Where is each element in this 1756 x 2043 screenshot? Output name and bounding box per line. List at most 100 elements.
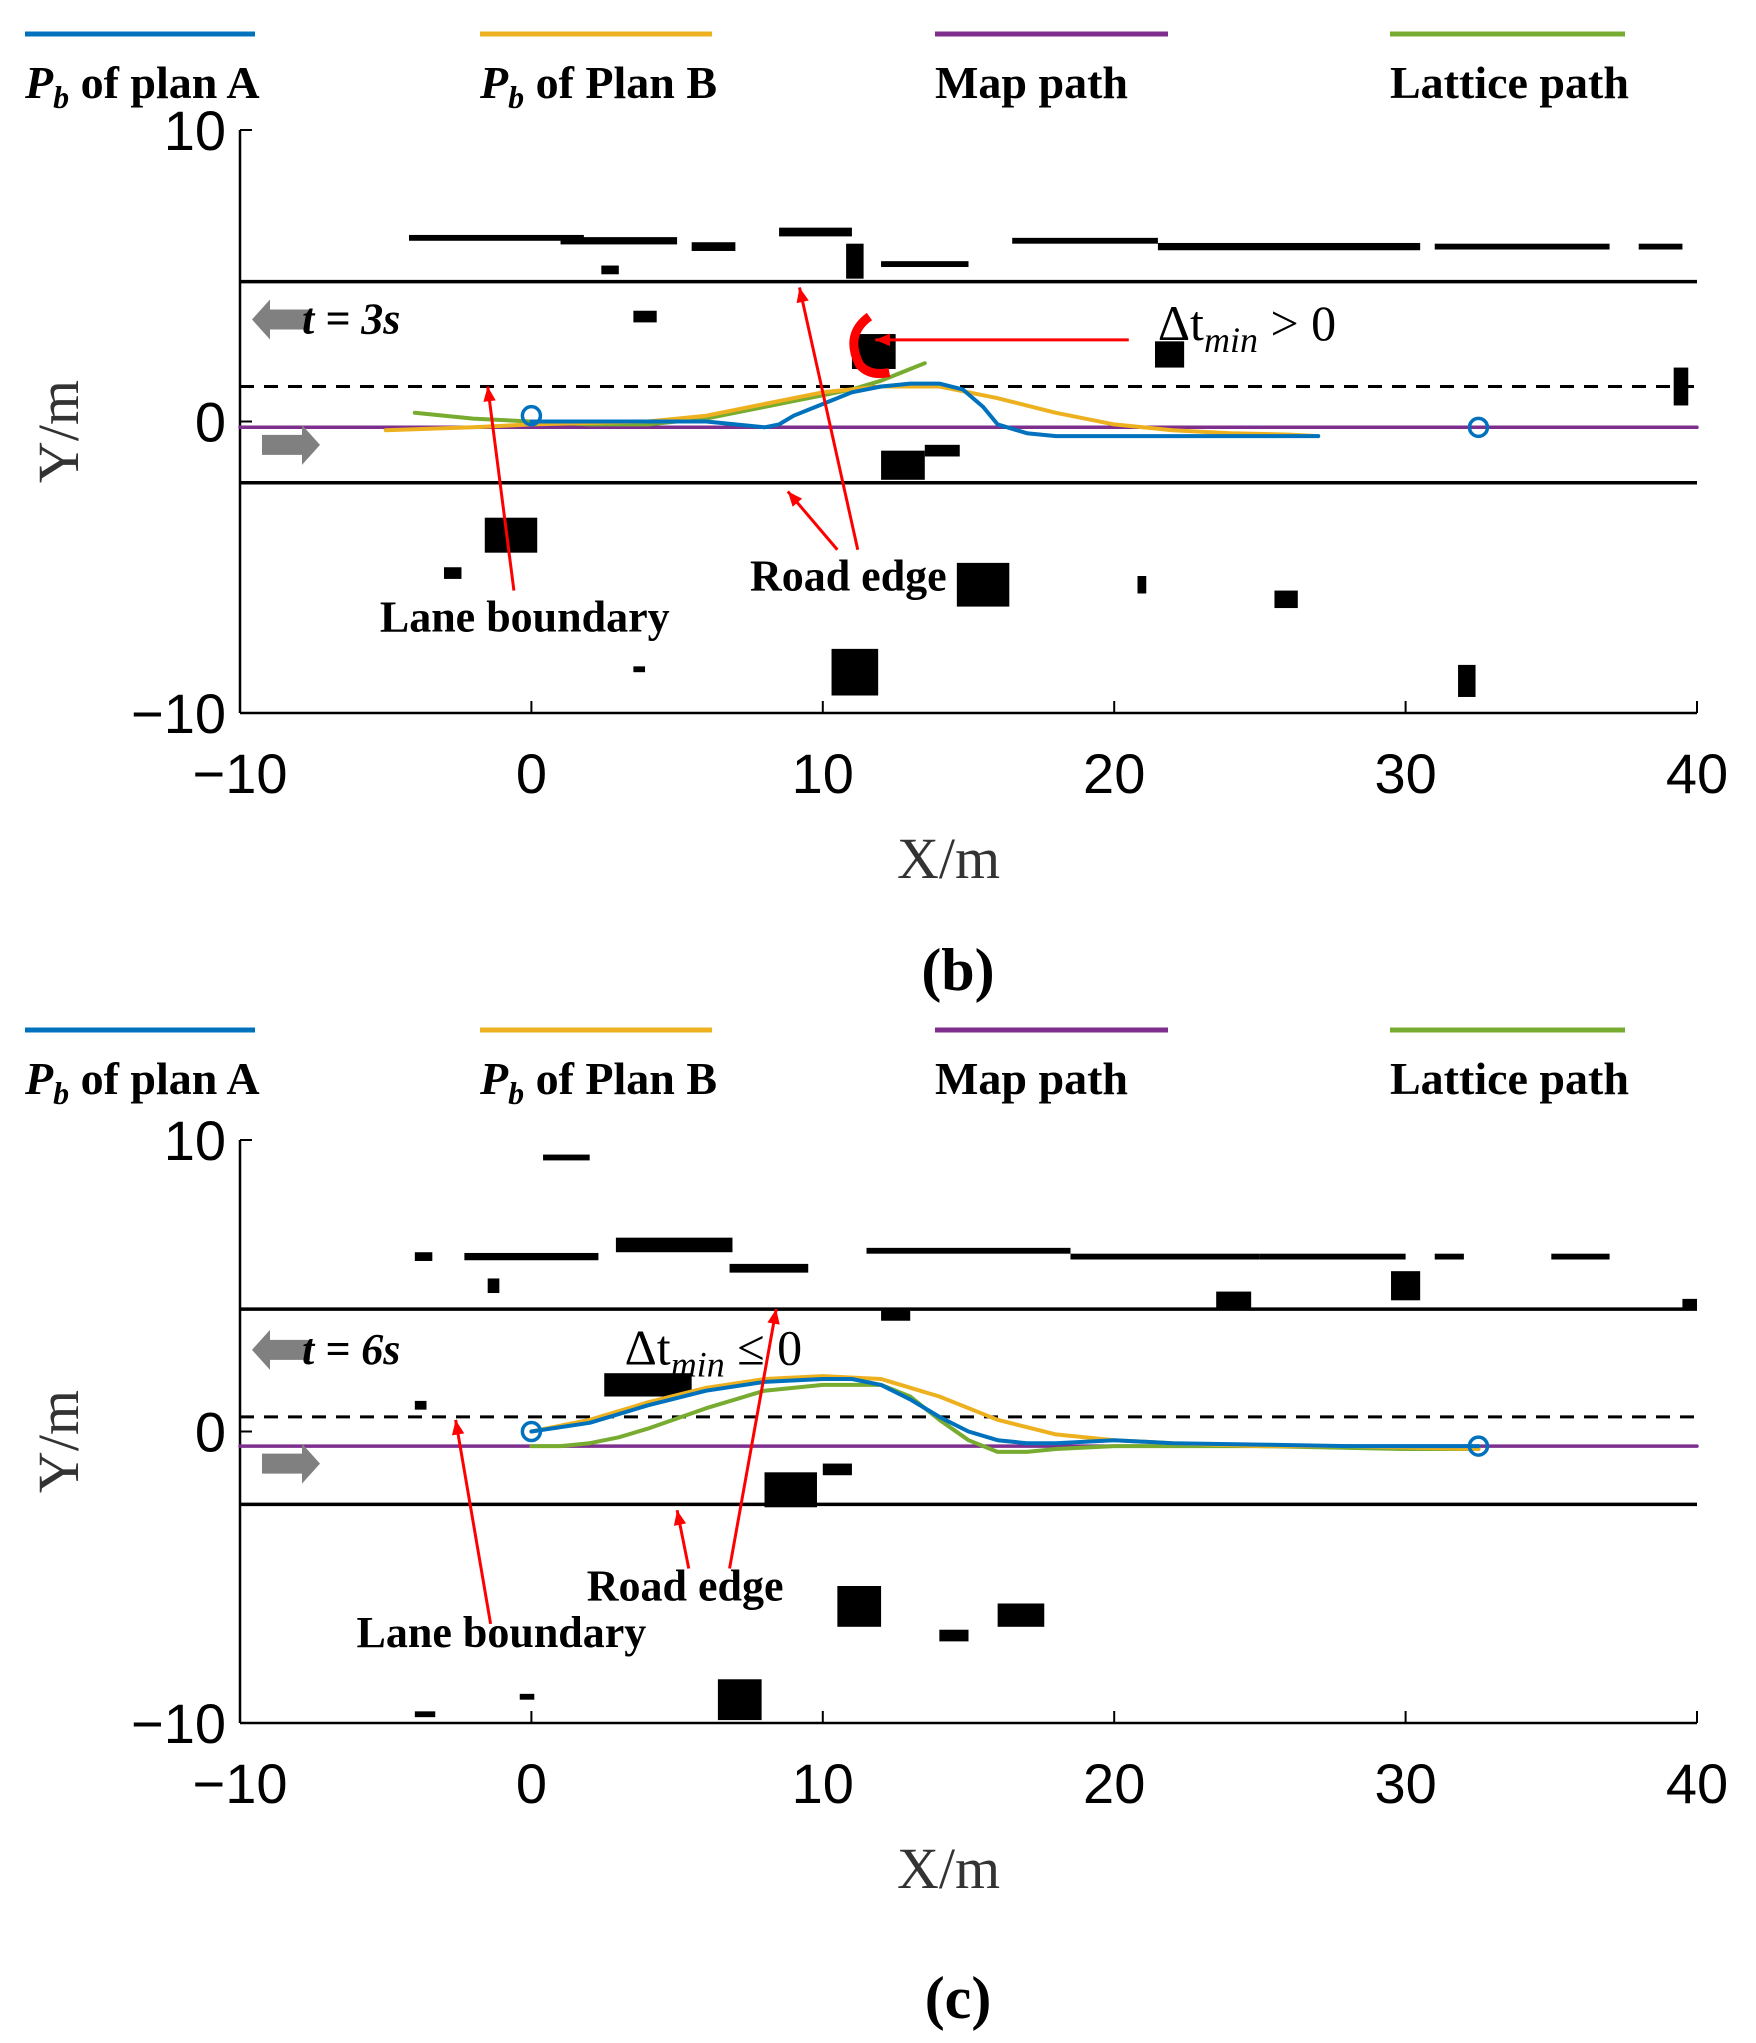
- legend-symbol: P: [479, 1053, 509, 1104]
- road-edge-arrow-lower-head: [673, 1510, 687, 1526]
- obstacle-blob: [764, 1472, 817, 1508]
- lane-direction-arrow-left: [252, 1329, 310, 1370]
- legend-label-map_path: Map path: [935, 57, 1128, 108]
- x-tick-label: 30: [1374, 1752, 1436, 1815]
- obstacle-blob: [414, 1252, 433, 1261]
- goal-marker: [1467, 416, 1490, 439]
- obstacle-blob: [1638, 243, 1683, 250]
- x-tick-label: 30: [1374, 742, 1436, 805]
- obstacle-blob: [543, 1154, 590, 1161]
- obstacle-blob: [1551, 1253, 1610, 1260]
- obstacle-blob: [1391, 1271, 1421, 1301]
- x-tick-label: 20: [1083, 742, 1145, 805]
- y-tick-label: 10: [164, 99, 226, 162]
- obstacle-blob: [1682, 1298, 1697, 1308]
- panel-caption: (c): [925, 1965, 992, 2031]
- delta-t-arrow-head: [875, 333, 890, 347]
- time-label: t = 3s: [302, 294, 400, 343]
- x-tick-label: 0: [516, 1752, 547, 1815]
- obstacle-blob: [1137, 575, 1147, 594]
- legend-label-lattice: Lattice path: [1390, 57, 1629, 108]
- obstacle-blob: [414, 1711, 436, 1718]
- legend-text: of Plan B: [524, 57, 717, 108]
- series-line-plan_a: [529, 1377, 1481, 1449]
- y-tick-label: 10: [164, 1109, 226, 1172]
- legend-label-plan_a: Pb of plan A: [24, 1053, 260, 1111]
- obstacle-blob: [924, 444, 960, 457]
- obstacle-blob: [866, 1247, 1071, 1254]
- lane-boundary-label: Lane boundary: [357, 1608, 647, 1657]
- obstacle-blob: [1157, 242, 1421, 251]
- legend-label-plan_b: Pb of Plan B: [479, 1053, 717, 1111]
- obstacle-blob: [881, 1309, 911, 1321]
- legend-label-plan_a: Pb of plan A: [24, 57, 260, 115]
- obstacle-blob: [729, 1263, 809, 1273]
- y-tick-label: −10: [131, 1692, 226, 1755]
- obstacle-blob: [1216, 1291, 1252, 1310]
- lane-boundary-arrow-head: [451, 1419, 465, 1436]
- obstacle-blob: [615, 1237, 733, 1253]
- lane-boundary-arrow-head: [483, 386, 496, 402]
- obstacle-blob: [956, 562, 1010, 607]
- x-axis-label: X/m: [897, 1836, 1000, 1901]
- obstacle-blob: [997, 1603, 1045, 1627]
- legend-subscript: b: [53, 1075, 69, 1111]
- obstacle-blob: [1434, 1253, 1464, 1260]
- obstacle-blob: [519, 1693, 535, 1700]
- legend-text: of Plan B: [524, 1053, 717, 1104]
- road-edge-arrow-upper-head: [796, 287, 809, 304]
- obstacle-blob: [837, 1585, 882, 1627]
- legend-label-lattice: Lattice path: [1390, 1053, 1629, 1104]
- x-tick-label: 40: [1666, 1752, 1728, 1815]
- obstacle-blob: [881, 450, 925, 480]
- start-marker: [520, 1420, 543, 1443]
- obstacle-blob: [464, 1252, 599, 1261]
- legend-label-map_path: Map path: [935, 1053, 1128, 1104]
- x-tick-label: 20: [1083, 1752, 1145, 1815]
- obstacle-blob: [1070, 1253, 1260, 1260]
- x-tick-label: −10: [193, 742, 288, 805]
- obstacle-blob: [487, 1278, 500, 1294]
- x-tick-label: 10: [792, 742, 854, 805]
- delta-t-part: > 0: [1258, 295, 1336, 351]
- obstacle-blob: [604, 1373, 692, 1397]
- legend-subscript: b: [508, 1075, 524, 1111]
- y-tick-label: −10: [131, 682, 226, 745]
- obstacle-blob: [633, 666, 646, 673]
- panel-caption: (b): [921, 937, 994, 1003]
- legend-text: of plan A: [69, 57, 259, 108]
- lane-boundary-label: Lane boundary: [380, 592, 670, 641]
- x-tick-label: −10: [193, 1752, 288, 1815]
- x-tick-label: 40: [1666, 742, 1728, 805]
- legend-subscript: b: [53, 79, 69, 115]
- obstacle-blob: [846, 243, 864, 279]
- delta-t-part: Δt: [625, 1319, 671, 1375]
- obstacle-blob: [1154, 341, 1185, 368]
- obstacle-blob: [831, 648, 879, 696]
- legend-symbol: P: [24, 57, 54, 108]
- series-line-plan_a: [529, 381, 1321, 439]
- x-tick-label: 0: [516, 742, 547, 805]
- obstacle-blob: [881, 261, 969, 268]
- lane-direction-arrow-right: [262, 424, 320, 465]
- lane-direction-arrow-left: [252, 299, 310, 340]
- obstacle-blob: [414, 1400, 427, 1410]
- legend-symbol: P: [479, 57, 509, 108]
- obstacle-blob: [1274, 590, 1298, 609]
- obstacle-blob: [779, 227, 852, 237]
- red-obstacle: [849, 312, 891, 379]
- lane-boundary-arrow: [454, 1419, 493, 1625]
- x-axis-label: X/m: [897, 826, 1000, 891]
- series-line-lattice: [529, 1382, 1481, 1454]
- legend-subscript: b: [508, 79, 524, 115]
- obstacle-blob: [409, 234, 584, 241]
- delta-t-part: min: [1204, 320, 1258, 360]
- obstacle-blob: [633, 310, 657, 323]
- legend-symbol: P: [24, 1053, 54, 1104]
- y-tick-label: 0: [195, 391, 226, 454]
- road-edge-arrow-lower-head: [787, 491, 803, 507]
- road-edge-label: Road edge: [750, 552, 947, 601]
- y-tick-label: 0: [195, 1401, 226, 1464]
